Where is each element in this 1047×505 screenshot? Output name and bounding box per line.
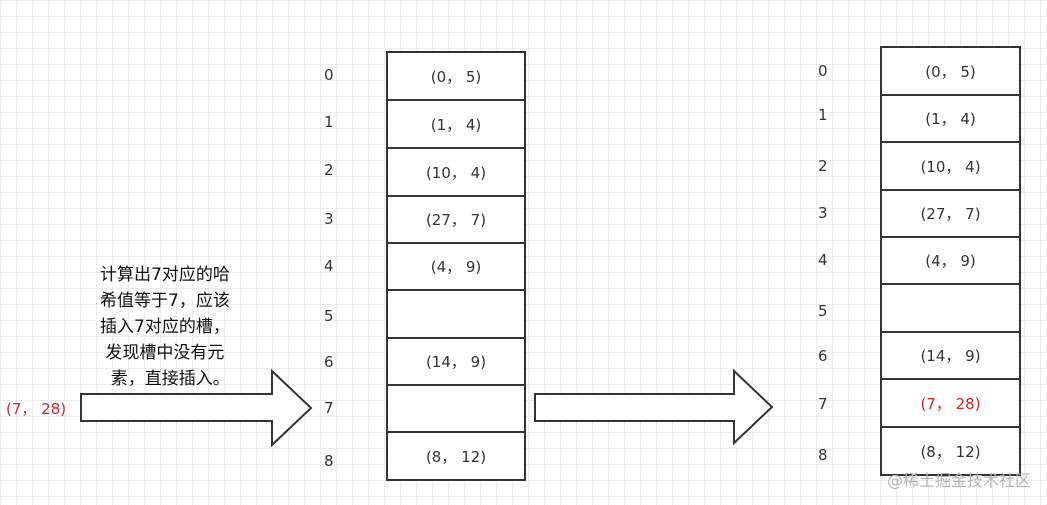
right-index-0: 0 <box>818 62 828 80</box>
left-index-8: 8 <box>324 452 334 470</box>
incoming-item: (7， 28) <box>6 400 67 418</box>
left-index-5: 5 <box>324 307 334 325</box>
left-index-3: 3 <box>324 210 334 228</box>
right-index-5: 5 <box>818 302 828 320</box>
explanation-line: 发现槽中没有元 <box>100 343 225 363</box>
right-index-7: 7 <box>818 395 828 413</box>
right-slot-1: (1， 4) <box>880 94 1021 143</box>
left-slot-4: (4， 9) <box>386 242 526 291</box>
explanation-line: 计算出7对应的哈 <box>100 265 230 285</box>
left-index-7: 7 <box>324 399 334 417</box>
left-slot-7 <box>386 384 526 433</box>
insert-arrow-icon <box>80 368 313 448</box>
right-index-6: 6 <box>818 347 828 365</box>
right-slot-4: (4， 9) <box>880 236 1021 285</box>
result-arrow-icon <box>534 368 774 446</box>
left-slot-0: (0， 5) <box>386 51 526 101</box>
left-index-1: 1 <box>324 113 334 131</box>
explanation-line: 希值等于7，应该 <box>100 291 230 311</box>
right-slot-8: (8， 12) <box>880 426 1021 476</box>
left-slot-2: (10， 4) <box>386 147 526 197</box>
left-index-4: 4 <box>324 257 334 275</box>
right-slot-3: (27， 7) <box>880 189 1021 238</box>
right-slot-7-inserted: (7， 28) <box>880 378 1021 428</box>
explanation-line: 素，直接插入。 <box>100 369 230 389</box>
left-slot-8: (8， 12) <box>386 431 526 481</box>
watermark: @稀土掘金技术社区 <box>886 471 1031 490</box>
explanation-text: 计算出7对应的哈 希值等于7，应该 插入7对应的槽， 发现槽中没有元 素，直接插… <box>100 262 270 392</box>
left-index-6: 6 <box>324 353 334 371</box>
right-index-3: 3 <box>818 204 828 222</box>
right-index-1: 1 <box>818 106 828 124</box>
right-index-8: 8 <box>818 446 828 464</box>
explanation-line: 插入7对应的槽， <box>100 317 230 337</box>
left-index-2: 2 <box>324 161 334 179</box>
right-index-2: 2 <box>818 157 828 175</box>
right-index-4: 4 <box>818 251 828 269</box>
left-index-0: 0 <box>324 66 334 84</box>
